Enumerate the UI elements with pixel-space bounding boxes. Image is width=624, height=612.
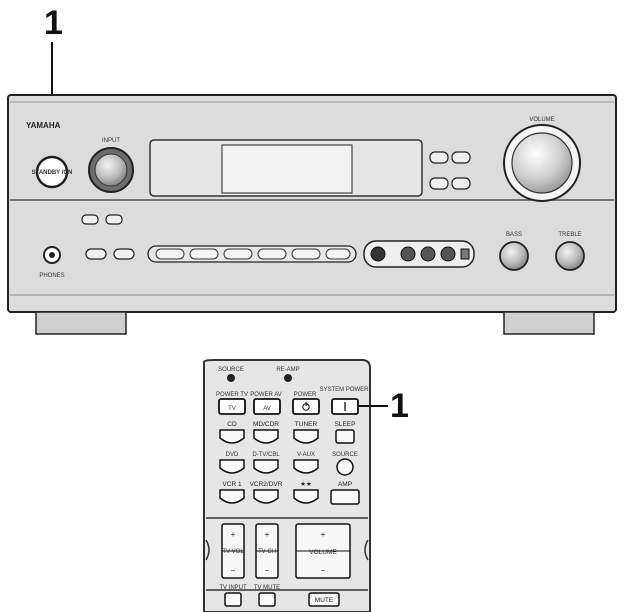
remote-control: SOURCE RE-AMP POWER TV TV POWER AV AV PO… [203, 359, 388, 612]
remote-row-power: POWER TV TV POWER AV AV POWER SYSTEM POW… [216, 387, 369, 415]
remote-row-sources-3: VCR 1 VCR2/DVR ★★ AMP [219, 480, 360, 505]
power-button[interactable] [292, 398, 320, 415]
tv-mute-label: TV MUTE [254, 585, 280, 591]
receiver-foot-left [35, 311, 127, 335]
standby-label: STANDBY /ON [32, 170, 73, 176]
front-small-button[interactable] [81, 214, 99, 225]
indicator-left [227, 374, 235, 382]
md-cdr-button[interactable] [253, 429, 279, 444]
svg-text:−: − [265, 566, 270, 575]
remote-row-sources-1: CD MD/CDR TUNER SLEEP [219, 421, 356, 444]
indicator-right-label: RE-AMP [276, 367, 299, 373]
callout-remote: 1 [390, 387, 409, 425]
input-label: INPUT [102, 138, 120, 144]
preset-button[interactable] [325, 248, 351, 260]
vcr1-button[interactable] [219, 489, 245, 504]
preset-button[interactable] [257, 248, 287, 260]
tv-vol-rocker: + − TV VOL [221, 523, 245, 579]
brand-logo: YAMAHA [26, 121, 61, 130]
indicator-left-label: SOURCE [218, 367, 244, 373]
volume-label: VOLUME [529, 117, 554, 123]
power-tv-button[interactable] [218, 398, 246, 415]
tv-input-button[interactable] [224, 592, 242, 607]
remote-row-sources-2: DVD D-TV/CBL V-AUX SOURCE [219, 452, 358, 476]
remote-label: POWER [294, 392, 317, 398]
dtv-cbl-button[interactable] [253, 459, 279, 474]
indicator-right [284, 374, 292, 382]
pill-button[interactable] [113, 248, 135, 260]
phones-label: PHONES [39, 273, 64, 279]
vaux-button[interactable] [293, 459, 319, 474]
preset-button[interactable] [223, 248, 253, 260]
bass-label: BASS [506, 232, 522, 238]
remote-label: POWER AV [250, 392, 282, 398]
source-button[interactable] [336, 458, 354, 476]
tv-mute-button[interactable] [258, 592, 276, 607]
program-button[interactable] [451, 177, 471, 190]
receiver-body [7, 94, 617, 313]
remote-label: VCR 1 [222, 481, 242, 488]
program-button[interactable] [429, 151, 449, 164]
front-small-button[interactable] [105, 214, 123, 225]
svg-text:−: − [231, 566, 236, 575]
remote-label: V-AUX [297, 452, 315, 458]
volume-rocker: + − VOLUME [295, 523, 351, 579]
receiver: YAMAHA STANDBY /ON INPUT VOLUME [7, 94, 617, 335]
cd-button[interactable] [219, 429, 245, 444]
remote-label: MD/CDR [253, 421, 279, 428]
av-jack[interactable] [420, 246, 436, 262]
amp-button[interactable] [330, 489, 360, 505]
volume-label: VOLUME [309, 549, 337, 556]
svg-text:+: + [321, 530, 326, 539]
remote-label: SOURCE [332, 452, 358, 458]
svg-text:−: − [321, 566, 326, 575]
remote-label: D-TV/CBL [252, 452, 280, 458]
preset-button[interactable] [291, 248, 321, 260]
remote-label: AMP [338, 481, 352, 488]
av-jack[interactable] [400, 246, 416, 262]
tv-input-label: TV INPUT [219, 585, 247, 591]
receiver-foot-right [503, 311, 595, 335]
preset-button[interactable] [155, 248, 185, 260]
remote-label: ★★ [300, 480, 312, 488]
program-button[interactable] [429, 177, 449, 190]
av-jack[interactable] [440, 246, 456, 262]
display-screen [221, 144, 353, 194]
bass-knob[interactable] [499, 241, 529, 271]
remote-label: SYSTEM POWER [319, 387, 369, 393]
av-jack[interactable] [370, 246, 386, 262]
program-buttons [429, 151, 471, 190]
remote-label: POWER TV [216, 392, 248, 398]
mute-label: MUTE [315, 597, 334, 604]
remote-label: TUNER [295, 421, 318, 428]
standby-button[interactable] [35, 155, 69, 189]
pill-button[interactable] [85, 248, 107, 260]
tuner-button[interactable] [293, 429, 319, 444]
power-av-button[interactable] [253, 398, 281, 415]
treble-label: TREBLE [558, 232, 581, 238]
tv-ch-rocker: + − TV CH [255, 523, 279, 579]
callout-receiver: 1 [44, 4, 63, 42]
sleep-button[interactable] [335, 429, 355, 444]
vcr2-dvr-button[interactable] [253, 489, 279, 504]
tv-ch-label: TV CH [258, 549, 276, 555]
optical-jack[interactable] [460, 248, 470, 260]
preset-button[interactable] [189, 248, 219, 260]
power-tv-icon: TV [228, 406, 236, 412]
remote-label: DVD [226, 452, 239, 458]
tv-vol-label: TV VOL [222, 549, 244, 555]
program-button[interactable] [451, 151, 471, 164]
dvd-button[interactable] [219, 459, 245, 474]
svg-text:+: + [231, 530, 236, 539]
mute-button[interactable] [308, 592, 340, 607]
power-av-icon: AV [263, 406, 271, 412]
treble-knob[interactable] [555, 241, 585, 271]
remote-label: VCR2/DVR [250, 481, 283, 488]
remote-label: SLEEP [335, 421, 356, 428]
star-button[interactable] [293, 489, 319, 504]
remote-label: CD [227, 421, 237, 428]
svg-text:+: + [265, 530, 270, 539]
